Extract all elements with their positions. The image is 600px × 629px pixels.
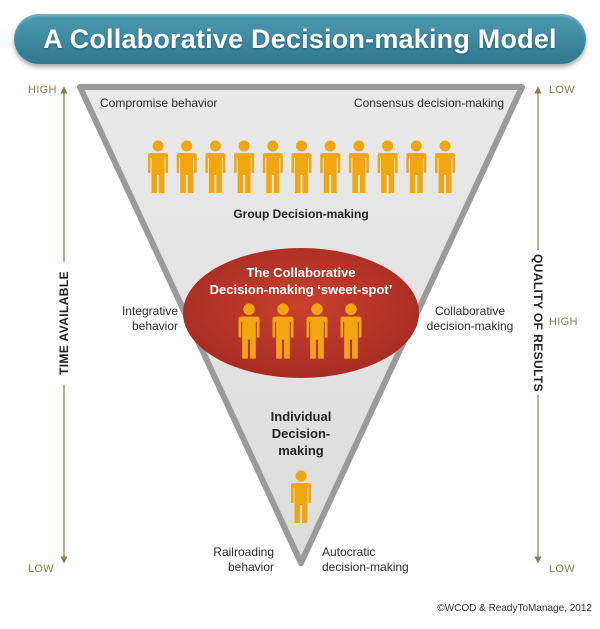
collaborative-decision-label: Collaborative decision-making bbox=[426, 304, 514, 333]
right-axis-title: QUALITY OF RESULTS bbox=[531, 253, 545, 393]
compromise-behavior-label: Compromise behavior bbox=[100, 96, 218, 110]
person-icon bbox=[306, 303, 328, 359]
person-icon bbox=[272, 303, 294, 359]
right-axis-top-label: LOW bbox=[549, 84, 575, 96]
sweet-spot-ellipse bbox=[183, 248, 419, 378]
railroading-behavior-label: Railroading behavior bbox=[213, 545, 274, 574]
autocratic-decision-label: Autocratic decision-making bbox=[322, 545, 409, 574]
group-people bbox=[148, 140, 455, 193]
person-icon bbox=[176, 140, 197, 193]
integrative-behavior-label: Integrative behavior bbox=[121, 304, 178, 333]
person-icon bbox=[406, 140, 427, 193]
individual-person bbox=[291, 470, 311, 523]
person-icon bbox=[234, 140, 255, 193]
person-icon bbox=[148, 140, 168, 193]
person-icon bbox=[377, 140, 398, 193]
consensus-label: Consensus decision-making bbox=[353, 96, 504, 110]
left-axis-top-label: HIGH bbox=[28, 84, 57, 96]
left-axis-bottom-label: LOW bbox=[28, 563, 54, 575]
copyright-notice: ©WCOD & ReadyToManage, 2012 bbox=[437, 603, 592, 614]
group-decision-caption: Group Decision-making bbox=[233, 207, 369, 221]
right-axis-middle-label: HIGH bbox=[549, 316, 578, 328]
person-icon bbox=[340, 303, 362, 359]
sweet-spot-caption: The Collaborative Decision-making ‘sweet… bbox=[209, 265, 393, 297]
person-icon bbox=[348, 140, 369, 193]
person-icon bbox=[262, 140, 283, 193]
title-banner: A Collaborative Decision-making Model bbox=[14, 14, 586, 64]
page-title: A Collaborative Decision-making Model bbox=[43, 23, 557, 54]
individual-decision-caption: Individual Decision- making bbox=[270, 409, 332, 458]
person-icon bbox=[435, 140, 455, 193]
left-axis-title: TIME AVAILABLE bbox=[57, 270, 71, 376]
person-icon bbox=[291, 470, 311, 523]
person-icon bbox=[320, 140, 341, 193]
person-icon bbox=[291, 140, 312, 193]
person-icon bbox=[238, 303, 260, 359]
person-icon bbox=[205, 140, 226, 193]
right-axis-bottom-label: LOW bbox=[549, 563, 575, 575]
sweet-spot-people bbox=[238, 303, 362, 359]
